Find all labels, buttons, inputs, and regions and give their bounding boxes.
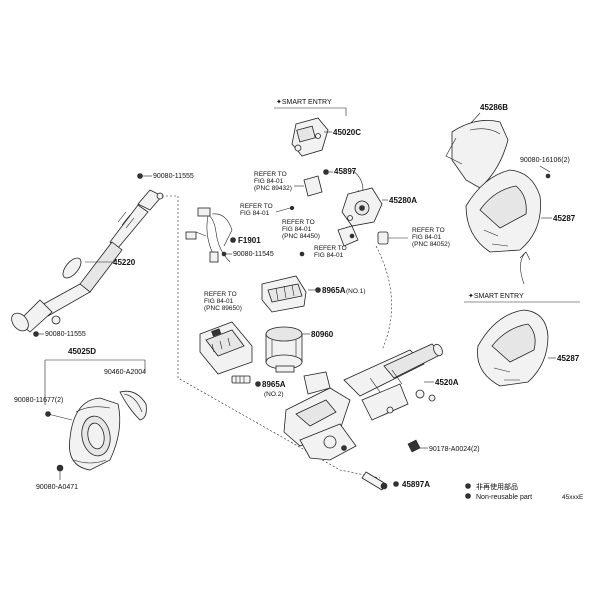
- leader-ref2: [275, 207, 291, 213]
- label-smart-entry-top: ✦SMART ENTRY: [276, 98, 332, 106]
- ref2-line1: REFER TO: [240, 203, 273, 210]
- label-90080-11677: 90080-11677(2): [14, 397, 63, 404]
- ref6-line1: REFER TO: [204, 291, 237, 298]
- bolt-90080-11677: [45, 411, 73, 421]
- bolt-90080-11555-bot: [33, 331, 44, 337]
- label-90460-A2004: 90460-A2004: [104, 369, 146, 376]
- bolt-90080-11545: [221, 251, 232, 257]
- dashed-axis-center: [375, 245, 392, 351]
- ref3-line2: FIG 84-01: [282, 226, 312, 233]
- legend-marker-en: [465, 493, 471, 499]
- label-90178-A0024: 90178-A0024(2): [429, 446, 480, 453]
- ref3-line1: REFER TO: [282, 219, 315, 226]
- label-45025D: 45025D: [68, 347, 96, 356]
- marker-8965A-no1: [308, 287, 321, 293]
- screw-90080-16106: [545, 173, 551, 179]
- label-8965A-bot: 8965A: [262, 380, 286, 389]
- arrow-cover: [519, 251, 531, 285]
- label-90080-16106: 90080-16106(2): [520, 157, 570, 164]
- ref1-line1: REFER TO: [254, 171, 287, 178]
- label-80960: 80960: [311, 330, 334, 339]
- label-45220: 45220: [113, 258, 136, 267]
- label-45287-top: 45287: [553, 214, 576, 223]
- bolt-45897A: [361, 471, 388, 491]
- ignition-lock-45280A: [341, 187, 383, 227]
- steering-column-4520A: [283, 343, 443, 461]
- switch-part: [337, 225, 359, 247]
- ref6-line2: FIG 84-01: [204, 298, 234, 305]
- figure-code: 45xxxE: [562, 494, 584, 501]
- sensor-8965A-no2: [231, 375, 251, 384]
- label-45897: 45897: [334, 167, 357, 176]
- legend-en: Non-reusable part: [476, 494, 532, 501]
- clip-90080-A0471: [56, 464, 64, 480]
- lock-assembly-45020C: [291, 117, 329, 157]
- label-4520A: 4520A: [435, 378, 459, 387]
- label-45280A: 45280A: [389, 196, 417, 205]
- label-90080-A0471: 90080-A0471: [36, 484, 78, 491]
- wire-harness-F1901: [185, 207, 233, 263]
- label-45020C: 45020C: [333, 128, 361, 137]
- ref5-line2: FIG 84-01: [412, 234, 442, 241]
- label-8965A-bot-note: (NO.2): [264, 391, 284, 398]
- bolt-90178-A0024: [407, 439, 428, 453]
- connector-part: [377, 231, 408, 245]
- leader-90080-16106: [539, 165, 551, 173]
- label-45286B: 45286B: [480, 103, 508, 112]
- ref5-line3: (PNC 84052): [412, 241, 450, 248]
- dashed-axis-left: [177, 196, 381, 479]
- ref3-line3: (PNC 84450): [282, 233, 320, 240]
- ref4-line2: FIG 84-01: [314, 252, 344, 259]
- legend: 非再使用部品 Non-reusable part: [465, 482, 532, 501]
- sensor-8965A-no1: [261, 275, 307, 313]
- bolt-90080-11555-top: [137, 173, 152, 179]
- legend-jp: 非再使用部品: [476, 482, 518, 491]
- label-45897A: 45897A: [402, 480, 430, 489]
- bracket-small-part: [294, 175, 323, 197]
- lower-cover-45287-top: [465, 169, 541, 253]
- ref5-line1: REFER TO: [412, 227, 445, 234]
- motor-80960: [265, 326, 303, 373]
- label-90080-11555-bot: 90080-11555: [45, 331, 86, 338]
- ref-block-5: REFER TO FIG 84-01 (PNC 84052): [412, 227, 450, 248]
- bracket-45025D: [44, 359, 146, 405]
- screw-ref4: [299, 251, 305, 257]
- label-90080-11545: 90080-11545: [233, 251, 274, 258]
- ref-block-3: REFER TO FIG 84-01 (PNC 84450): [282, 219, 320, 240]
- part-45897-marker: [323, 169, 333, 175]
- label-8965A-top-note: (NO.1): [346, 288, 366, 295]
- ref4-line1: REFER TO: [314, 245, 347, 252]
- intermediate-shaft-45220: [11, 189, 178, 333]
- ref6-line3: (PNC 89650): [204, 305, 242, 312]
- ecu-module: [199, 321, 253, 375]
- ref2-line2: FIG 84-01: [240, 210, 270, 217]
- cover-45025D: [69, 397, 121, 471]
- label-smart-entry-bot: ✦SMART ENTRY: [468, 292, 524, 300]
- label-45287-bot: 45287: [557, 354, 580, 363]
- ref-block-1: REFER TO FIG 84-01 (PNC 89432): [254, 171, 292, 192]
- bracket-smart-entry-top: [274, 107, 347, 116]
- ref-block-6: REFER TO FIG 84-01 (PNC 89650): [204, 291, 242, 312]
- ref-block-4: REFER TO FIG 84-01: [314, 245, 347, 259]
- marker-45897A: [393, 481, 399, 487]
- label-90080-11555-top: 90080-11555: [153, 173, 194, 180]
- screw-ref2: [289, 205, 295, 211]
- seal-90460-A2004: [119, 390, 147, 421]
- lower-cover-45287-bot: [477, 309, 549, 387]
- marker-F1901: [230, 237, 236, 243]
- legend-marker-jp: [465, 483, 471, 489]
- label-F1901: F1901: [238, 236, 261, 245]
- marker-8965A-no2: [255, 381, 261, 387]
- ref1-line2: FIG 84-01: [254, 178, 284, 185]
- label-8965A-top: 8965A: [322, 286, 346, 295]
- ref1-line3: (PNC 89432): [254, 185, 292, 192]
- ref-block-2: REFER TO FIG 84-01: [240, 203, 273, 217]
